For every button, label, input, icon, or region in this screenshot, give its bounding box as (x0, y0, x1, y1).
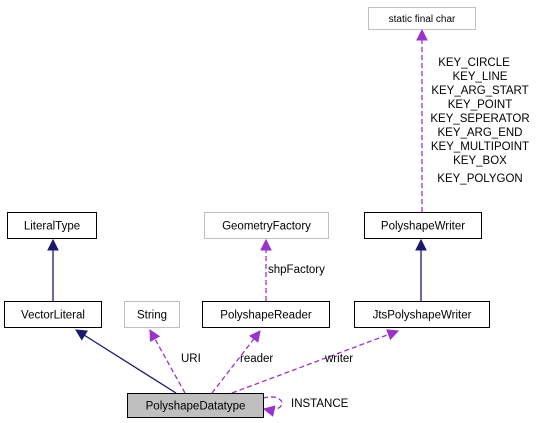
node-jts-polyshape-writer[interactable]: JtsPolyshapeWriter (354, 301, 490, 328)
edge-label-uri: URI (181, 353, 201, 365)
node-jts-polyshape-writer-label: JtsPolyshapeWriter (373, 310, 472, 322)
node-vector-literal[interactable]: VectorLiteral (4, 301, 102, 328)
edge-datatype-reader (211, 330, 261, 394)
edge-datatype-string (149, 328, 186, 394)
node-static-final-char-label: static final char (389, 14, 456, 25)
node-polyshape-reader-label: PolyshapeReader (220, 310, 312, 322)
edge-label-reader: reader (240, 353, 273, 365)
node-static-final-char[interactable]: static final char (368, 7, 476, 30)
edge-label-key-5: KEY_ARG_END (437, 127, 522, 139)
edge-label-instance: INSTANCE (291, 398, 349, 410)
node-geometry-factory-label: GeometryFactory (222, 221, 311, 233)
node-polyshape-datatype-label: PolyshapeDatatype (146, 401, 246, 413)
edge-label-keys: KEY_CIRCLE KEY_LINE KEY_ARG_START KEY_PO… (430, 57, 529, 185)
edge-label-key-2: KEY_ARG_START (431, 85, 528, 97)
edge-datatype-writer (231, 329, 400, 394)
edge-label-key-4: KEY_SEPERATOR (430, 113, 529, 125)
node-polyshape-datatype[interactable]: PolyshapeDatatype (127, 393, 264, 418)
edge-label-key-1: KEY_LINE (453, 71, 508, 83)
node-vector-literal-label: VectorLiteral (21, 310, 85, 322)
node-polyshape-writer[interactable]: PolyshapeWriter (364, 212, 482, 239)
edge-label-key-8: KEY_POLYGON (437, 173, 522, 185)
node-geometry-factory[interactable]: GeometryFactory (204, 212, 329, 239)
edge-datatype-instance (262, 396, 283, 417)
node-polyshape-writer-label: PolyshapeWriter (381, 221, 465, 233)
node-literal-type[interactable]: LiteralType (7, 212, 97, 239)
node-string[interactable]: String (124, 301, 180, 328)
node-string-label: String (137, 310, 167, 322)
edge-label-writer: writer (324, 353, 353, 365)
edge-label-key-0: KEY_CIRCLE (438, 57, 510, 69)
edge-label-shpfactory: shpFactory (268, 264, 325, 276)
edge-label-key-3: KEY_POINT (448, 99, 513, 111)
edge-label-key-6: KEY_MULTIPOINT (431, 141, 529, 153)
node-polyshape-reader[interactable]: PolyshapeReader (202, 301, 330, 328)
edge-label-key-7: KEY_BOX (453, 155, 507, 167)
edge-datatype-vectorliteral (75, 329, 177, 394)
node-literal-type-label: LiteralType (24, 221, 80, 233)
